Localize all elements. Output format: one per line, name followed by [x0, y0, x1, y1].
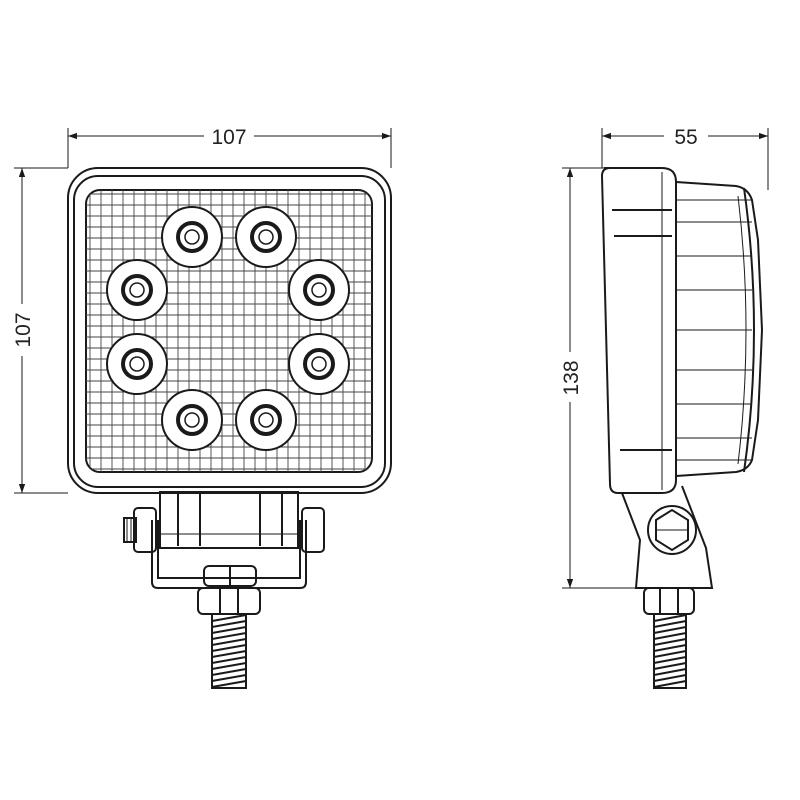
thread-line	[653, 680, 687, 688]
side-depth-dimension: 55	[601, 122, 769, 190]
thread-line	[653, 650, 687, 658]
thread-line	[653, 656, 687, 664]
thread-line	[653, 626, 687, 634]
front-thread	[211, 614, 247, 688]
led-group	[106, 206, 350, 451]
front-view	[67, 167, 392, 494]
left-side-nut	[133, 507, 157, 553]
thread-line	[211, 650, 247, 658]
lens-grid	[86, 190, 372, 472]
left-side-bolt-tip	[123, 517, 137, 543]
led-icon	[161, 206, 223, 268]
led-icon	[235, 206, 297, 268]
thread-line	[653, 644, 687, 652]
led-icon	[106, 333, 168, 395]
right-side-nut	[301, 507, 325, 553]
led-icon	[288, 259, 350, 321]
thread-line	[211, 632, 247, 640]
led-icon	[288, 333, 350, 395]
led-icon	[235, 389, 297, 451]
led-icon	[106, 259, 168, 321]
thread-line	[211, 620, 247, 628]
front-height-dimension: 107	[8, 167, 68, 494]
led-icon	[161, 389, 223, 451]
front-bracket-block	[159, 491, 299, 549]
thread-line	[211, 680, 247, 688]
side-housing	[600, 167, 677, 494]
thread-line	[211, 662, 247, 670]
side-thread	[653, 614, 687, 688]
thread-line	[211, 668, 247, 676]
thread-line	[653, 638, 687, 646]
side-pivot-bolt	[647, 505, 697, 555]
thread-line	[211, 656, 247, 664]
side-height-dimension: 138	[556, 167, 636, 589]
thread-line	[211, 674, 247, 682]
thread-line	[653, 632, 687, 640]
front-lower-nut	[197, 587, 261, 615]
side-view	[600, 167, 764, 689]
thread-line	[653, 614, 687, 622]
front-width-dimension: 107	[67, 122, 392, 168]
front-width-label: 107	[211, 126, 246, 149]
side-fins	[676, 199, 752, 461]
thread-line	[211, 644, 247, 652]
side-nut	[643, 587, 695, 615]
thread-line	[211, 638, 247, 646]
side-heatsink	[675, 181, 764, 477]
thread-line	[653, 668, 687, 676]
side-height-label: 138	[560, 360, 583, 395]
side-depth-label: 55	[674, 126, 697, 149]
thread-line	[211, 614, 247, 622]
thread-line	[653, 674, 687, 682]
thread-line	[653, 662, 687, 670]
front-bezel	[73, 175, 386, 488]
side-mount-arm	[621, 485, 714, 589]
front-mount	[123, 491, 325, 689]
thread-line	[653, 620, 687, 628]
front-height-label: 107	[12, 312, 35, 347]
front-lens	[85, 189, 373, 473]
thread-line	[211, 626, 247, 634]
